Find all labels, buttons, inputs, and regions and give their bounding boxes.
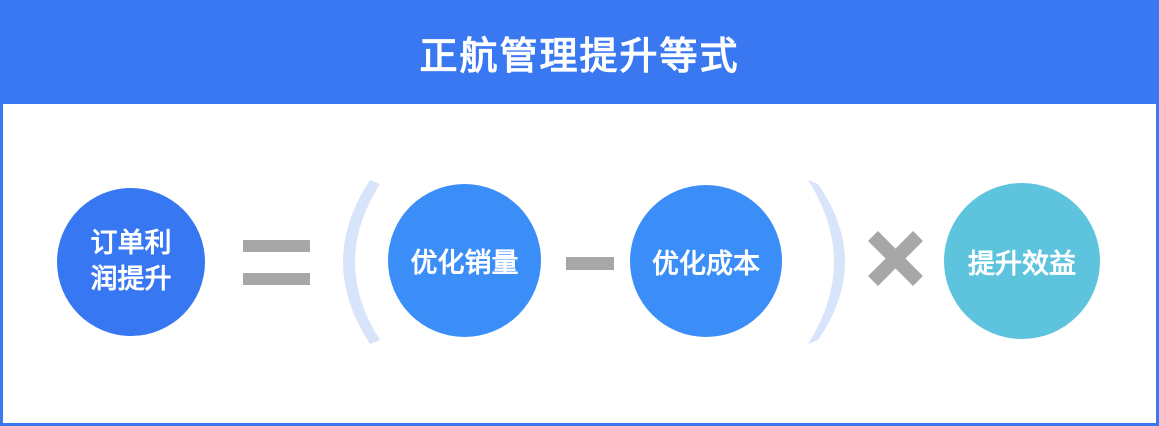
profit-label-line1: 订单利 (90, 228, 172, 259)
optimize-cost-label: 优化成本 (652, 248, 760, 280)
profit-label-line2: 润提升 (90, 264, 172, 295)
minus-sign (566, 257, 614, 270)
optimize-sales-circle: 优化销量 (388, 184, 541, 337)
optimize-cost-circle: 优化成本 (630, 185, 782, 337)
improve-efficiency-label: 提升效益 (968, 248, 1076, 280)
page-title: 正航管理提升等式 (419, 33, 740, 78)
left-parenthesis (343, 180, 380, 344)
right-parenthesis (808, 180, 845, 344)
profit-increase-circle: 订单利 润提升 (57, 188, 205, 336)
equals-sign-bottom-bar (243, 273, 310, 285)
optimize-sales-label: 优化销量 (410, 248, 519, 279)
improve-efficiency-circle: 提升效益 (944, 183, 1100, 339)
times-icon (868, 231, 923, 286)
equals-sign-top-bar (243, 240, 310, 252)
header-bar: 正航管理提升等式 (0, 0, 1159, 104)
